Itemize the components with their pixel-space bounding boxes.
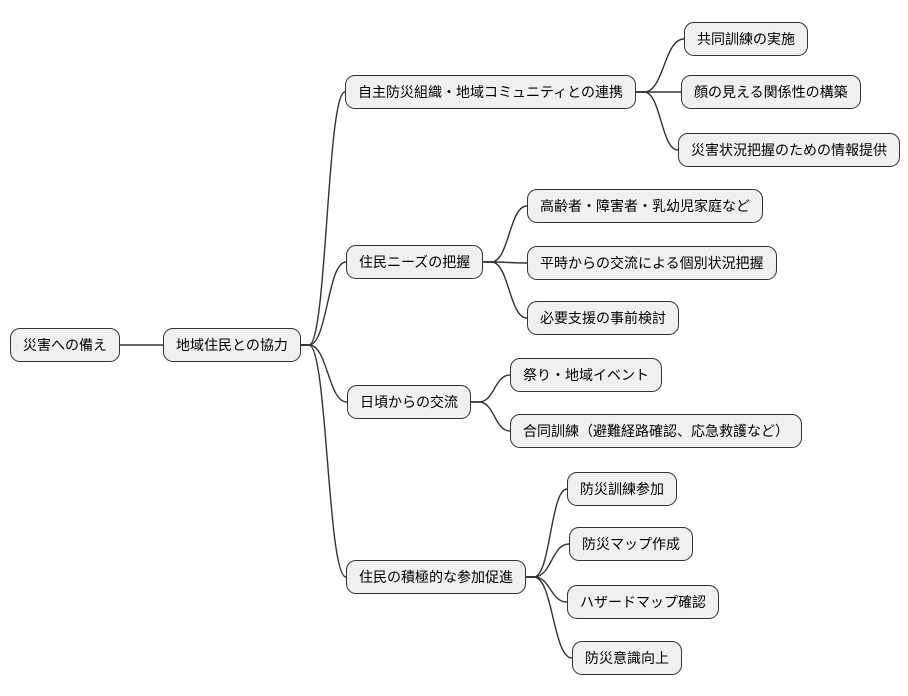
- mindmap-node-branch-daily-exchange: 日頃からの交流: [347, 384, 471, 420]
- mindmap-node-root: 災害への備え: [10, 327, 120, 363]
- mindmap-node-branch-collaboration: 自主防災組織・地域コミュニティとの連携: [345, 74, 637, 110]
- mindmap-leaf-vulnerable-households: 高齢者・障害者・乳幼児家庭など: [527, 188, 763, 224]
- mindmap-leaf-awareness-improvement: 防災意識向上: [572, 640, 682, 676]
- mindmap-node-cooperation: 地域住民との協力: [163, 327, 301, 363]
- mindmap-node-branch-resident-needs: 住民ニーズの把握: [346, 244, 484, 280]
- mindmap-leaf-joint-drills-evacuation: 合同訓練（避難経路確認、応急救護など）: [510, 413, 802, 449]
- mindmap-leaf-advance-support-study: 必要支援の事前検討: [527, 300, 679, 336]
- mindmap-node-branch-participation: 住民の積極的な参加促進: [346, 559, 526, 595]
- mindmap-leaf-individual-situation-grasp: 平時からの交流による個別状況把握: [527, 245, 777, 281]
- mindmap-leaf-disaster-map-creation: 防災マップ作成: [569, 526, 693, 562]
- mindmap-leaf-joint-training: 共同訓練の実施: [684, 21, 808, 57]
- mindmap-leaf-disaster-info-provision: 災害状況把握のための情報提供: [678, 132, 900, 168]
- mindmap-leaf-hazard-map-check: ハザードマップ確認: [567, 584, 719, 620]
- mindmap-leaf-festivals-local-events: 祭り・地域イベント: [510, 357, 662, 393]
- mindmap-leaf-face-to-face-relations: 顔の見える関係性の構築: [681, 74, 861, 110]
- mindmap-leaf-drill-participation: 防災訓練参加: [567, 471, 677, 507]
